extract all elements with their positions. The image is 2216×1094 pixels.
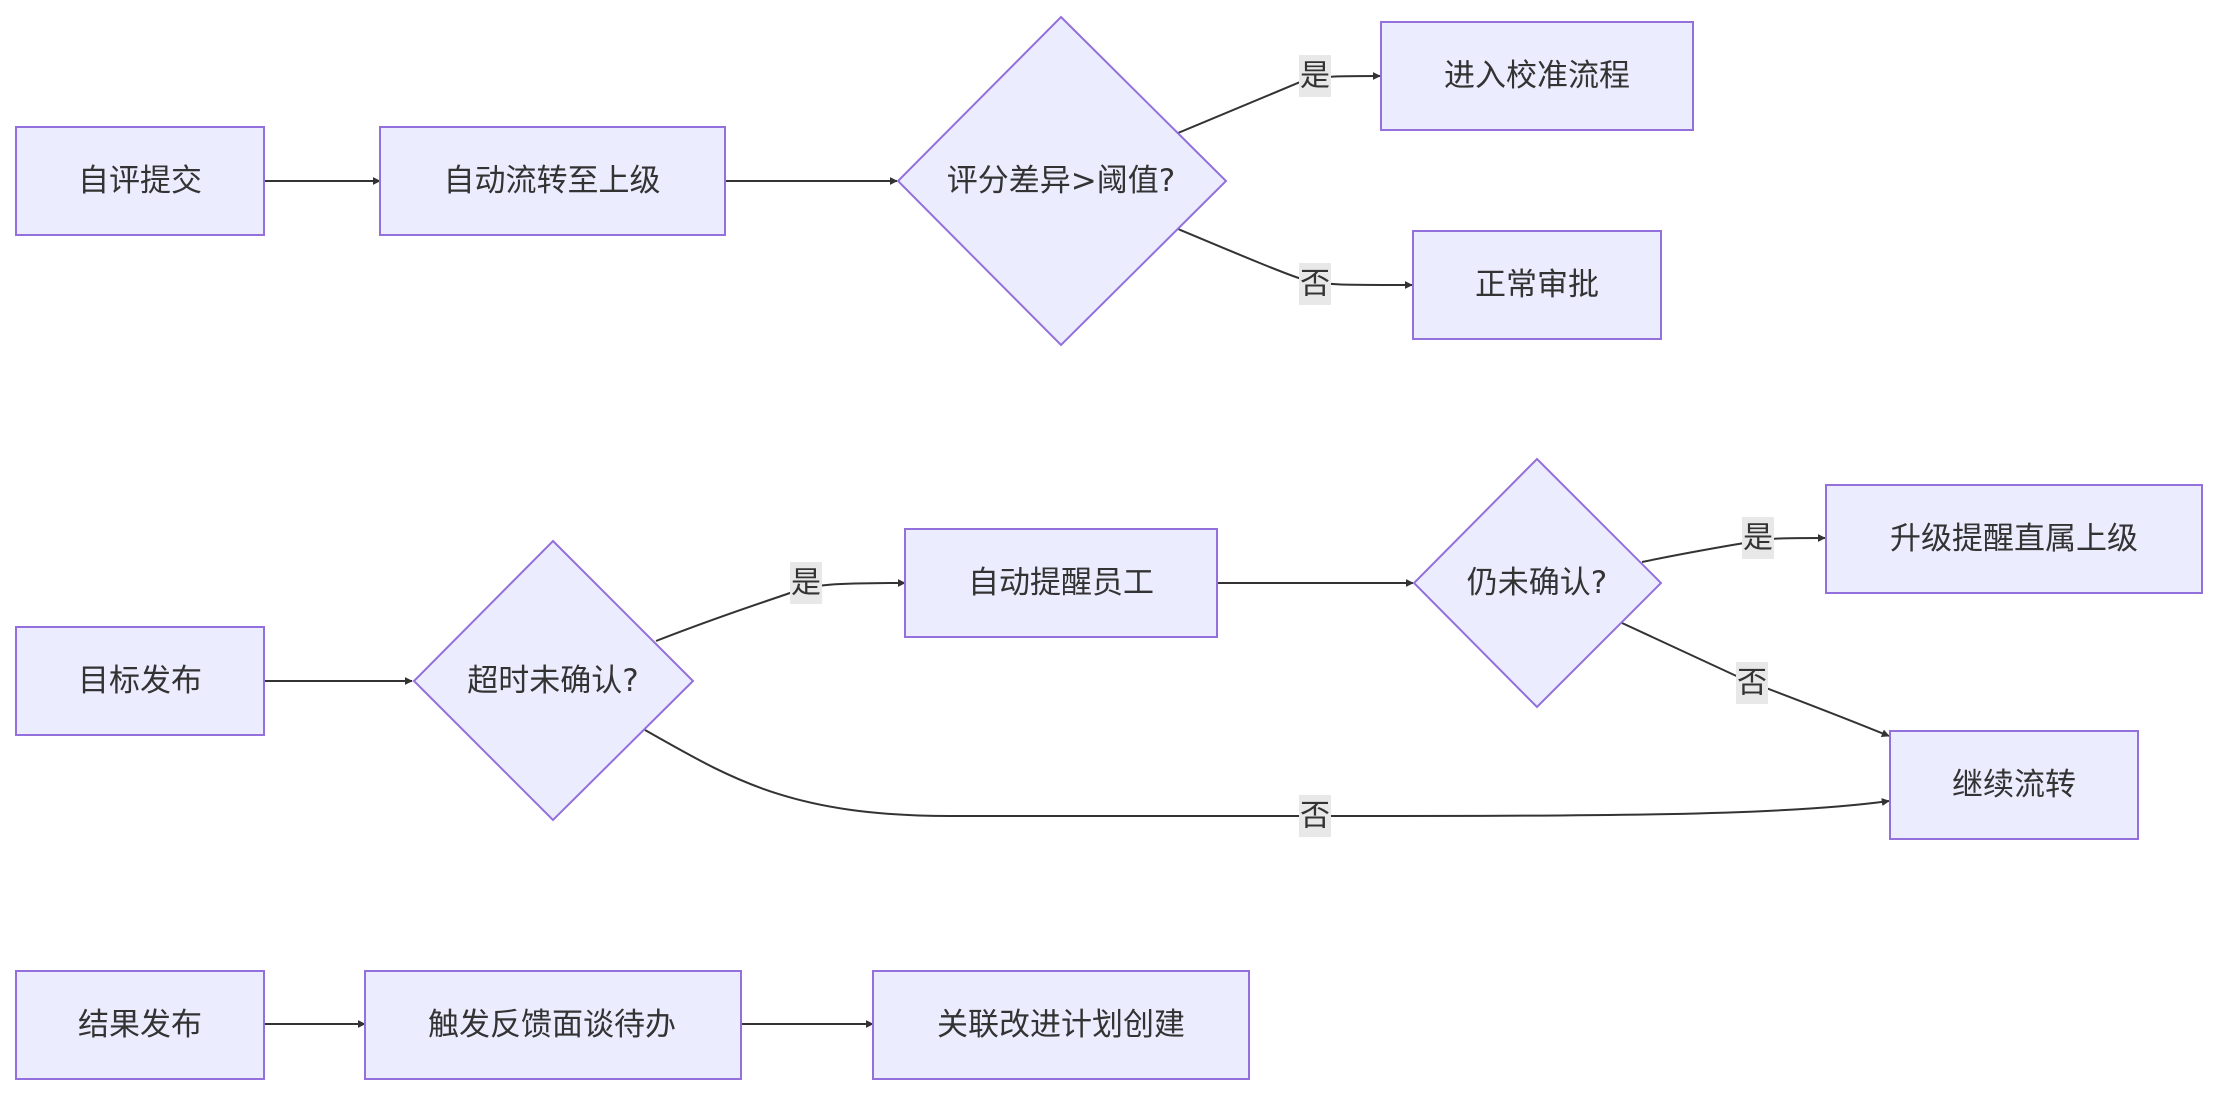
edge-label-text: 是 xyxy=(1743,521,1773,556)
node-label: 自评提交 xyxy=(78,163,202,199)
node-normal-approval[interactable]: 正常审批 xyxy=(1412,230,1662,340)
node-still-unconfirmed[interactable]: 仍未确认? xyxy=(1412,457,1663,709)
node-auto-forward-superior[interactable]: 自动流转至上级 xyxy=(379,126,726,236)
node-label: 评分差异>阈值? xyxy=(947,163,1175,199)
edge-score-check-no-to-normal-approval xyxy=(1177,228,1413,289)
node-auto-remind-employee[interactable]: 自动提醒员工 xyxy=(904,528,1218,638)
node-label: 进入校准流程 xyxy=(1444,58,1630,94)
edge-label-text: 否 xyxy=(1737,666,1767,701)
node-label: 自动流转至上级 xyxy=(444,163,661,199)
node-create-improvement-plan[interactable]: 关联改进计划创建 xyxy=(872,970,1250,1080)
node-self-submit[interactable]: 自评提交 xyxy=(15,126,265,236)
node-timeout-unconfirmed[interactable]: 超时未确认? xyxy=(412,539,695,822)
edge-label-no-normal: 否 xyxy=(1299,263,1331,305)
node-label: 升级提醒直属上级 xyxy=(1890,521,2138,557)
edge-label-yes-calibration: 是 xyxy=(1299,55,1331,97)
node-label: 触发反馈面谈待办 xyxy=(428,1007,676,1043)
node-enter-calibration[interactable]: 进入校准流程 xyxy=(1380,21,1694,131)
edge-label-yes-escalate: 是 xyxy=(1742,517,1774,559)
node-label: 超时未确认? xyxy=(467,663,638,699)
node-label: 目标发布 xyxy=(78,663,202,699)
edge-label-text: 是 xyxy=(791,566,821,601)
node-label: 关联改进计划创建 xyxy=(937,1007,1185,1043)
edge-still-yes-to-escalate xyxy=(1641,534,1826,563)
node-label: 仍未确认? xyxy=(1467,565,1607,601)
node-trigger-feedback-todo[interactable]: 触发反馈面谈待办 xyxy=(364,970,742,1080)
node-continue-flow[interactable]: 继续流转 xyxy=(1889,730,2139,840)
edge-timeout-no-to-continue xyxy=(644,729,1890,817)
edge-label-text: 否 xyxy=(1300,799,1330,834)
node-label: 正常审批 xyxy=(1475,267,1599,303)
edge-score-check-yes-to-calibration xyxy=(1177,72,1381,134)
node-escalate-remind-manager[interactable]: 升级提醒直属上级 xyxy=(1825,484,2203,594)
nodes: 自评提交 自动流转至上级 评分差异>阈值? 进入校准流程 正常审批 目标发布 超… xyxy=(15,15,2203,1080)
node-label: 继续流转 xyxy=(1952,767,2076,803)
edge-label-no-continue-lower: 否 xyxy=(1299,795,1331,837)
node-score-diff-check[interactable]: 评分差异>阈值? xyxy=(896,15,1228,347)
edge-label-no-continue-upper: 否 xyxy=(1736,662,1768,704)
node-label: 自动提醒员工 xyxy=(968,565,1154,601)
edge-label-text: 是 xyxy=(1300,59,1330,94)
edge-timeout-yes-to-remind-employee xyxy=(655,579,906,642)
node-goal-publish[interactable]: 目标发布 xyxy=(15,626,265,736)
edge-label-text: 否 xyxy=(1300,267,1330,302)
edge-labels: 是 否 是 是 否 否 xyxy=(790,55,1774,837)
node-result-publish[interactable]: 结果发布 xyxy=(15,970,265,1080)
edge-label-yes-remind: 是 xyxy=(790,562,822,604)
node-label: 结果发布 xyxy=(78,1007,202,1043)
